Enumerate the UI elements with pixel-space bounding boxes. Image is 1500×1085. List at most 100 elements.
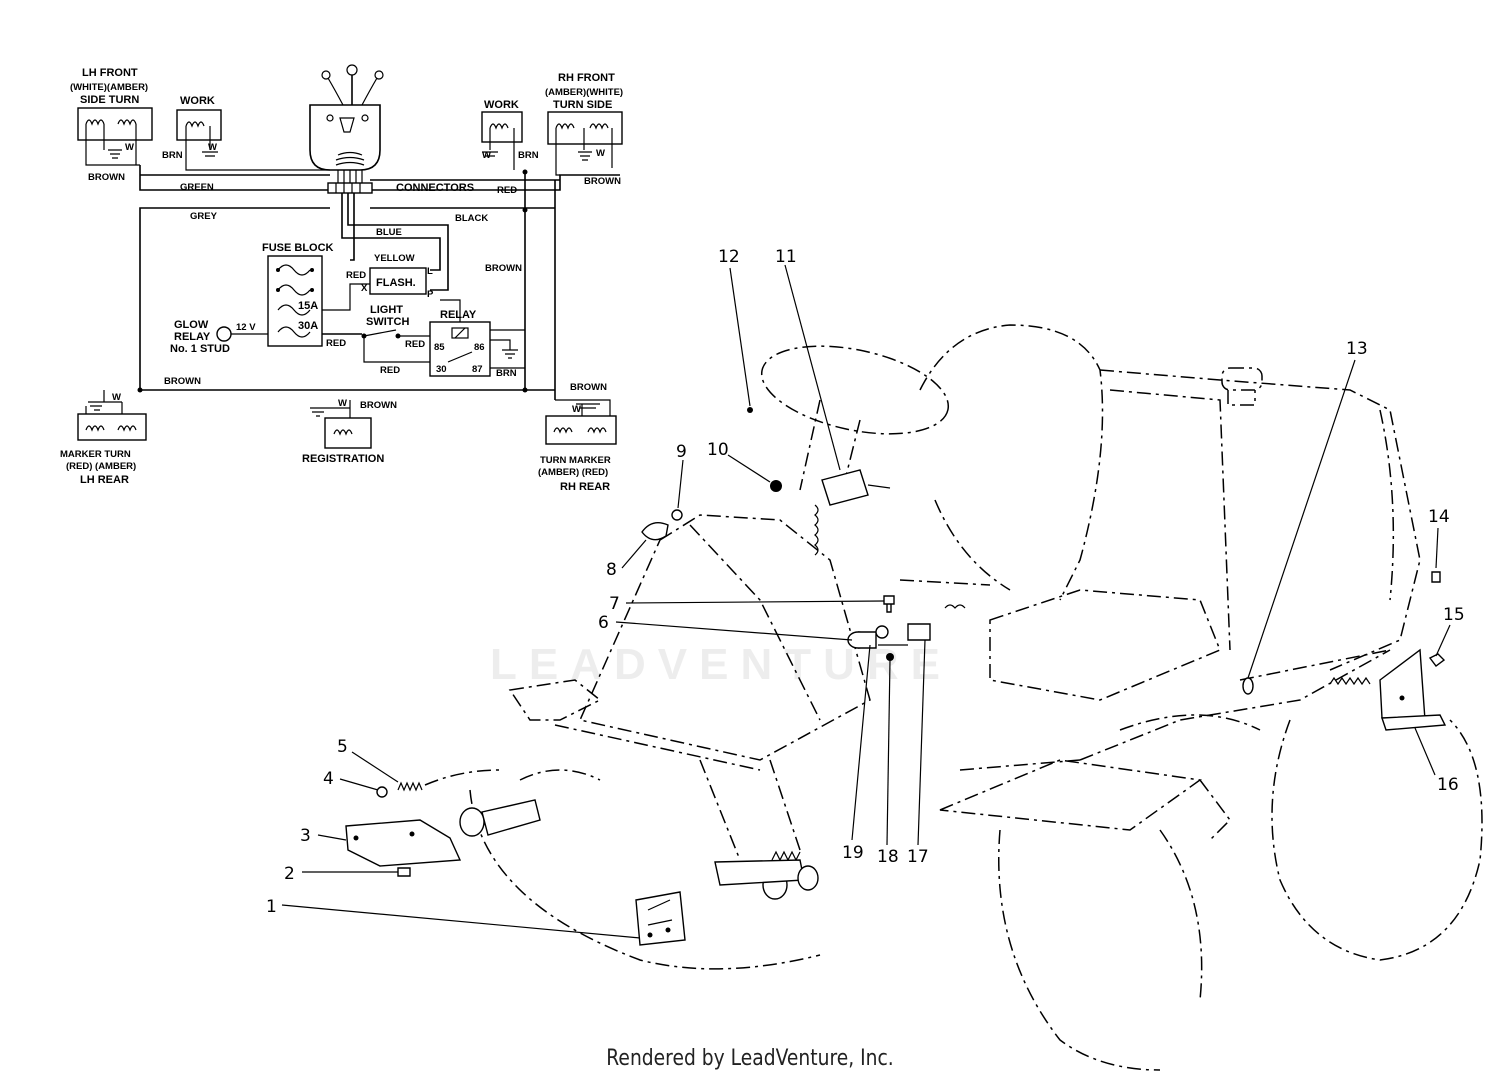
svg-text:SWITCH: SWITCH — [366, 316, 409, 328]
wire-yellow — [347, 193, 449, 291]
flasher: FLASH. X L P RED — [322, 266, 434, 311]
svg-text:GLOW: GLOW — [174, 319, 209, 331]
fuse-30a: 30A — [298, 320, 318, 332]
svg-text:87: 87 — [472, 364, 483, 375]
svg-text:RELAY: RELAY — [174, 331, 211, 343]
relay-title: RELAY — [440, 309, 477, 321]
svg-text:W: W — [482, 150, 491, 161]
wire-label-brown-bottom: BROWN — [164, 376, 201, 387]
glow-relay-stud: GLOW RELAY No. 1 STUD 12 V RED — [170, 319, 362, 355]
tractor-outline — [469, 324, 1483, 1071]
svg-text:W: W — [338, 398, 347, 409]
callout-11: 11 — [775, 247, 797, 267]
svg-text:86: 86 — [474, 342, 485, 353]
callout-15: 15 — [1443, 605, 1465, 625]
wire-label-blue: BLUE — [376, 227, 402, 238]
callout-19: 19 — [842, 843, 864, 863]
callout-leaders — [281, 264, 1451, 939]
rh-rear-title: RH REAR — [560, 481, 610, 493]
fuse-block-title: FUSE BLOCK — [262, 242, 334, 254]
callout-4: 4 — [323, 769, 334, 789]
callout-9: 9 — [676, 442, 687, 462]
wire-label-brown-left: BROWN — [88, 172, 125, 183]
callout-17: 17 — [907, 847, 929, 867]
rh-rear-colors: TURN MARKER — [540, 455, 611, 466]
lh-front-lamp: LH FRONT (WHITE)(AMBER) SIDE TURN W — [70, 67, 153, 166]
work-right-title: WORK — [484, 99, 519, 111]
svg-text:RED: RED — [380, 365, 400, 376]
svg-text:BRN: BRN — [162, 150, 183, 161]
svg-text:BROWN: BROWN — [570, 382, 607, 393]
wire-red — [370, 174, 620, 191]
callout-16: 16 — [1437, 775, 1459, 795]
wire-green — [139, 165, 330, 191]
callout-8: 8 — [606, 560, 617, 580]
callout-5: 5 — [337, 737, 348, 757]
rh-front-colors: (AMBER)(WHITE) — [545, 87, 623, 98]
wire-label-red: RED — [497, 185, 517, 196]
callout-14: 14 — [1428, 507, 1450, 527]
rh-rear-lamp: BROWN W TURN MARKER (AMBER) (RED) RH REA… — [538, 382, 617, 493]
turn-signal-switch — [309, 64, 384, 183]
wire-label-black: BLACK — [455, 213, 488, 224]
callout-10: 10 — [707, 440, 729, 460]
parts — [345, 407, 1447, 946]
wiring-schematic: LH FRONT (WHITE)(AMBER) SIDE TURN W WORK… — [60, 64, 623, 493]
callout-13: 13 — [1346, 339, 1368, 359]
wire-label-connectors: CONNECTORS — [396, 182, 474, 194]
callout-numbers: 1 2 3 4 5 6 7 8 9 10 11 12 13 14 15 16 1… — [266, 247, 1465, 917]
footer-credit: Rendered by LeadVenture, Inc. — [606, 1046, 894, 1071]
wire-label-grey: GREY — [190, 211, 218, 222]
svg-text:(AMBER) (RED): (AMBER) (RED) — [538, 467, 608, 478]
lh-rear-lamp: W MARKER TURN (RED) (AMBER) LH REAR — [60, 390, 147, 486]
wire-grey — [139, 207, 555, 391]
svg-text:W: W — [125, 142, 134, 153]
svg-text:RED: RED — [346, 270, 366, 281]
callout-6: 6 — [598, 613, 609, 633]
lh-front-sub: SIDE TURN — [80, 94, 139, 106]
lh-rear-title: LH REAR — [80, 474, 129, 486]
svg-text:12 V: 12 V — [236, 322, 256, 333]
wire-label-green: GREEN — [180, 182, 214, 193]
svg-text:85: 85 — [434, 342, 445, 353]
lh-rear-colors: MARKER TURN — [60, 449, 131, 460]
svg-text:W: W — [208, 142, 217, 153]
svg-text:No. 1 STUD: No. 1 STUD — [170, 343, 230, 355]
flasher-label: FLASH. — [376, 277, 416, 289]
callout-7: 7 — [609, 594, 620, 614]
rh-front-sub: TURN SIDE — [553, 99, 612, 111]
relay: RELAY 85 86 30 87 BRN — [429, 299, 525, 379]
callout-2: 2 — [284, 864, 295, 884]
work-lamp-right: WORK W BRN — [481, 99, 539, 170]
svg-text:W: W — [112, 392, 121, 403]
callout-3: 3 — [300, 826, 311, 846]
wire-label-yellow: YELLOW — [374, 253, 415, 264]
registration-lamp: W BROWN REGISTRATION — [302, 398, 397, 465]
svg-text:BRN: BRN — [518, 150, 539, 161]
svg-text:30: 30 — [436, 364, 447, 375]
light-switch: LIGHT SWITCH RED RED — [361, 304, 430, 376]
svg-text:BROWN: BROWN — [360, 400, 397, 411]
fuse-15a: 15A — [298, 300, 318, 312]
callout-12: 12 — [718, 247, 740, 267]
svg-text:W: W — [596, 148, 605, 159]
rh-front-title: RH FRONT — [558, 72, 615, 84]
watermark: LEADVENTURE — [490, 640, 953, 689]
svg-text:BRN: BRN — [496, 368, 517, 379]
svg-text:P: P — [427, 289, 434, 300]
svg-text:(RED) (AMBER): (RED) (AMBER) — [66, 461, 136, 472]
svg-text:X: X — [361, 283, 368, 294]
registration-title: REGISTRATION — [302, 453, 384, 465]
svg-text:LIGHT: LIGHT — [370, 304, 403, 316]
svg-text:RED: RED — [405, 339, 425, 350]
lh-front-title: LH FRONT — [82, 67, 138, 79]
rh-front-lamp: RH FRONT (AMBER)(WHITE) TURN SIDE W — [545, 72, 623, 176]
svg-text:W: W — [572, 404, 581, 415]
work-left-title: WORK — [180, 95, 215, 107]
svg-text:L: L — [427, 266, 433, 277]
callout-1: 1 — [266, 897, 277, 917]
work-lamp-left: WORK BRN W — [162, 95, 330, 171]
wire-blue — [341, 193, 441, 271]
lh-front-colors: (WHITE)(AMBER) — [70, 82, 148, 93]
